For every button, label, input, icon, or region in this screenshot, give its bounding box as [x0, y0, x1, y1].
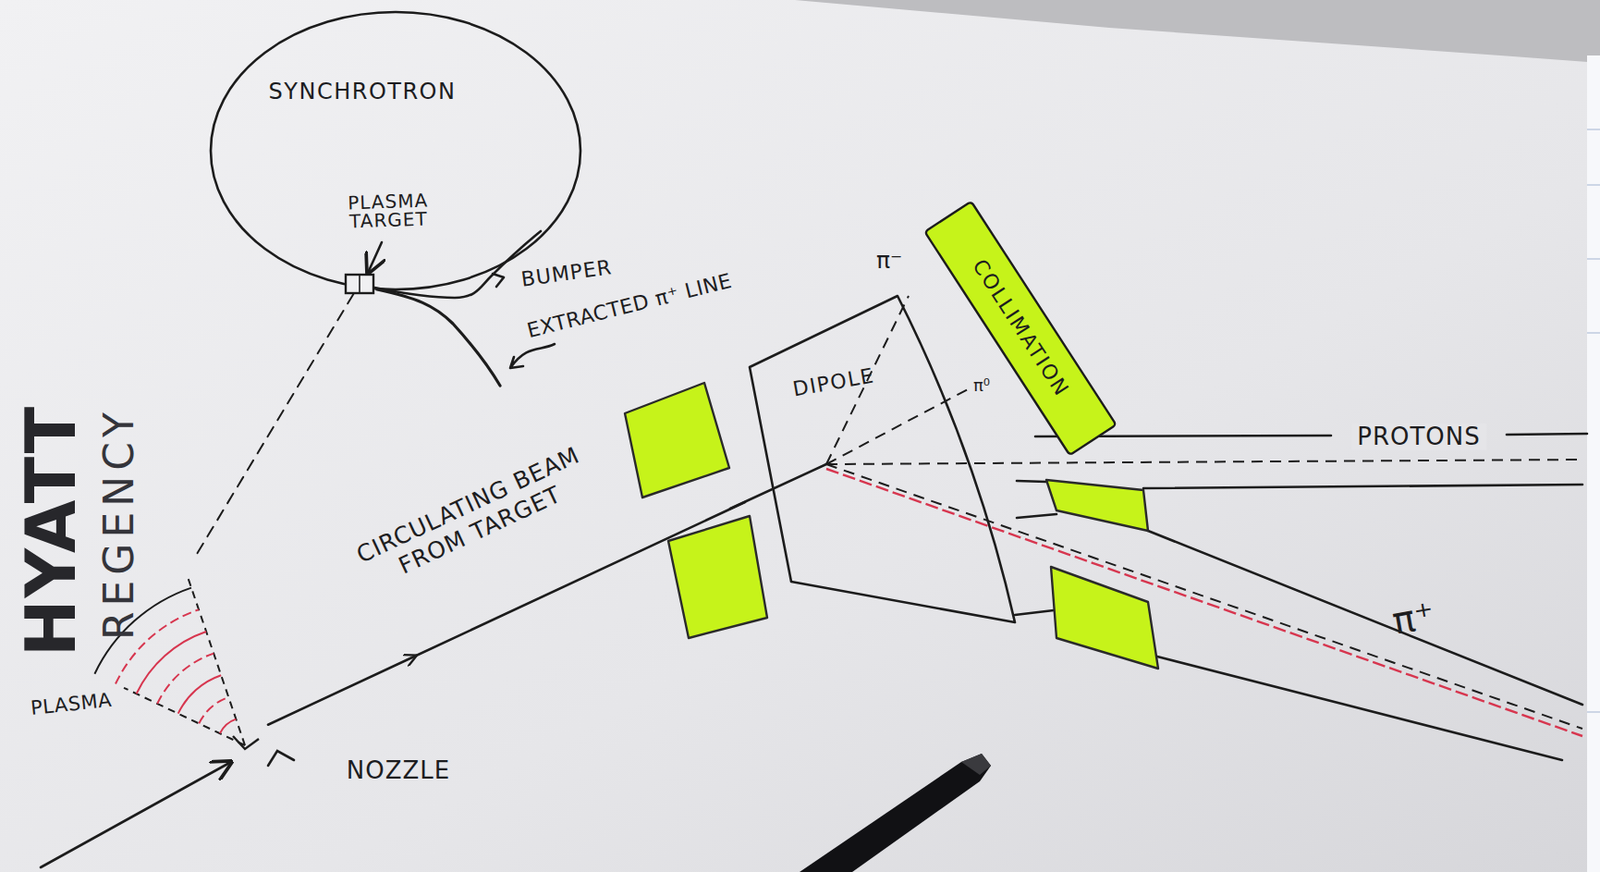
pen — [799, 753, 991, 872]
proton-band-line — [1143, 484, 1583, 489]
quadrupole-block — [1046, 479, 1149, 531]
beam-label: PROTONS — [1351, 423, 1487, 451]
plasma-front — [178, 674, 221, 713]
particle-symbol: π⁺ — [1389, 593, 1438, 641]
beam-line — [730, 464, 827, 509]
pion-zero-track — [826, 388, 970, 465]
screen-line — [1587, 257, 1600, 260]
plasma-front — [198, 696, 229, 723]
nozzle-symbol — [232, 735, 259, 749]
leader-arrow — [510, 343, 555, 368]
part-label: BUMPER — [519, 256, 613, 292]
pion-plus-track — [826, 464, 1583, 729]
proton-band-line — [1035, 433, 1588, 437]
synchrotron-ring — [210, 12, 581, 290]
particle-symbol: π⁰ — [973, 376, 990, 395]
plasma-cone-edge — [123, 687, 245, 746]
dashed-tracks — [826, 295, 1583, 729]
pen-body — [799, 753, 991, 872]
synchrotron-ring-shape — [208, 10, 583, 292]
plasma-front — [136, 631, 208, 694]
plasma-target-shape — [344, 273, 375, 294]
watermark: REGENCY — [97, 406, 142, 640]
table-surface — [794, 0, 1600, 63]
target-divider — [358, 275, 361, 293]
leader-arrow — [492, 273, 504, 287]
screen-edge — [1587, 55, 1600, 872]
bumper-orbit — [374, 231, 541, 298]
node-label: SYNCHROTRON — [268, 79, 457, 104]
ink-lines — [40, 231, 1588, 868]
particle-symbol: π⁻ — [876, 247, 903, 274]
zoom-connector — [195, 293, 354, 555]
quadrupole-block — [1050, 566, 1159, 669]
leader-arrow — [367, 242, 382, 273]
pion-plus-track-red — [826, 468, 1583, 736]
beam-connector — [268, 501, 746, 725]
edge-label: CIRCULATING BEAM FROM TARGET — [349, 439, 599, 596]
synchrotron-ring: SYNCHROTRON PLASMA TARGET — [208, 10, 583, 292]
screen-line — [1587, 710, 1600, 713]
nozzle-mark — [268, 750, 294, 766]
screen-lines — [1587, 129, 1600, 712]
dipole-magnet-shape — [745, 293, 1017, 625]
node-label: PLASMA — [29, 689, 113, 720]
screen-line — [1587, 331, 1600, 334]
node-label: PLASMA TARGET — [341, 190, 435, 231]
plasma-target: PLASMA TARGET — [344, 273, 375, 294]
quadrupole-block — [668, 515, 768, 638]
dipole-outline — [749, 295, 1015, 623]
target-box — [345, 274, 374, 294]
pion-band-line — [1148, 530, 1583, 705]
plasma-front — [219, 719, 236, 734]
part-label: NOZZLE — [346, 757, 451, 784]
screen-line — [1587, 128, 1600, 131]
gas-inlet-arrow — [40, 761, 232, 868]
collimator-band — [924, 201, 1116, 455]
quadrupole-block — [624, 382, 730, 498]
node-label: DIPOLE — [791, 364, 877, 401]
extracted-line — [377, 289, 501, 386]
pen-tip — [961, 753, 991, 775]
watermark: HYATT — [13, 404, 89, 658]
plasma-front — [157, 653, 214, 704]
dipole-magnet: DIPOLE — [745, 293, 1017, 625]
pion-band-line — [1157, 656, 1563, 760]
proton-track — [826, 459, 1583, 465]
screen-line — [1587, 183, 1600, 186]
